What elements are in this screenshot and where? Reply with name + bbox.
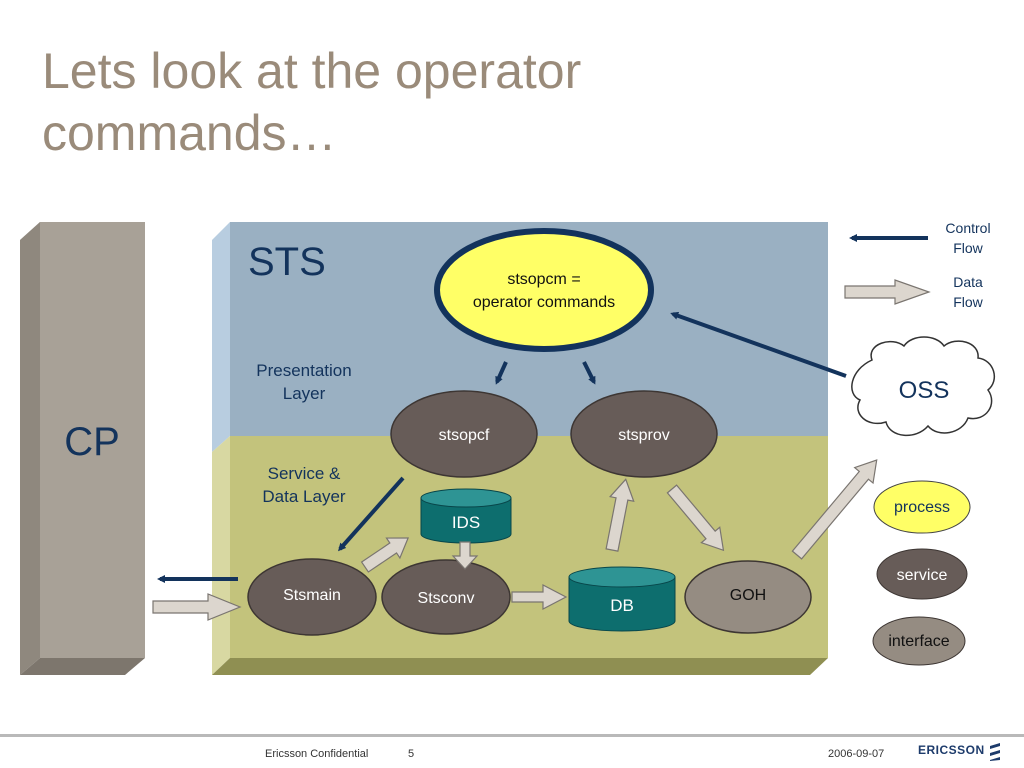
legend-interface-label: interface <box>888 633 949 650</box>
ids-cylinder: IDS <box>420 488 512 544</box>
oss-label: OSS <box>899 377 950 404</box>
presentation-layer-label-2: Layer <box>283 384 326 403</box>
arrow-cp-to-stsmain <box>152 593 242 621</box>
stsprov-node: stsprov <box>570 390 718 478</box>
sts-label: STS <box>248 240 326 284</box>
arrow-stsopcm-to-stsprov <box>582 361 596 385</box>
arrow-stsprov-to-goh <box>666 484 725 552</box>
legend-data-flow-label-2: Flow <box>953 294 983 310</box>
service-layer-label-2: Data Layer <box>262 487 345 506</box>
stsopcf-label: stsopcf <box>439 427 490 444</box>
footer-page-number: 5 <box>408 748 415 760</box>
stsconv-node: Stsconv <box>381 559 511 635</box>
cp-label: CP <box>64 420 120 464</box>
slide-title: Lets look at the operator commands… <box>42 40 581 164</box>
arrow-goh-to-oss <box>791 459 878 560</box>
legend-interface: interface <box>872 616 966 666</box>
title-line-2: commands… <box>42 105 337 161</box>
oss-cloud: OSS <box>851 336 996 436</box>
ericsson-logo-icon <box>990 743 1000 761</box>
presentation-layer-label-1: Presentation <box>256 361 351 380</box>
stsconv-label: Stsconv <box>418 590 475 607</box>
ids-label: IDS <box>452 513 480 532</box>
legend-service-label: service <box>897 567 948 584</box>
footer-divider <box>0 734 1024 737</box>
legend-service: service <box>876 548 968 600</box>
db-label: DB <box>610 596 634 615</box>
legend-control-flow-label-1: Control <box>945 220 990 236</box>
stsprov-label: stsprov <box>618 427 670 444</box>
legend-data-flow-label-1: Data <box>953 274 983 290</box>
stsopcm-process: stsopcm = operator commands <box>434 228 654 352</box>
arrow-stsopcm-to-stsopcf <box>495 361 508 385</box>
db-cylinder: DB <box>568 566 676 632</box>
arrow-stsopcf-to-stsmain <box>338 476 405 552</box>
stsopcm-label-1: stsopcm = <box>507 271 580 288</box>
title-line-1: Lets look at the operator <box>42 43 582 99</box>
arrow-stsmain-to-ids <box>360 537 410 573</box>
stsopcm-label-2: operator commands <box>473 294 615 311</box>
legend-process: process <box>873 480 971 534</box>
arrow-ids-to-stsconv <box>451 541 479 570</box>
arrow-db-to-stsprov <box>605 478 635 552</box>
legend-process-label: process <box>894 499 950 516</box>
goh-label: GOH <box>730 587 766 604</box>
service-layer-label-1: Service & <box>268 464 341 483</box>
stsmain-node: Stsmain <box>247 558 377 636</box>
footer-date: 2006-09-07 <box>828 748 885 760</box>
arrow-stsconv-to-db <box>511 584 568 610</box>
cp-column: CP <box>20 222 145 675</box>
goh-node: GOH <box>684 560 812 634</box>
legend-data-flow-arrow <box>844 279 931 305</box>
ericsson-logo-text: ERICSSON <box>918 743 985 757</box>
stsmain-label: Stsmain <box>283 587 341 604</box>
stsopcf-node: stsopcf <box>390 390 538 478</box>
arrow-oss-to-stsopcm <box>670 311 847 378</box>
footer-confidential: Ericsson Confidential <box>265 748 369 760</box>
legend-control-flow-label-2: Flow <box>953 240 983 256</box>
